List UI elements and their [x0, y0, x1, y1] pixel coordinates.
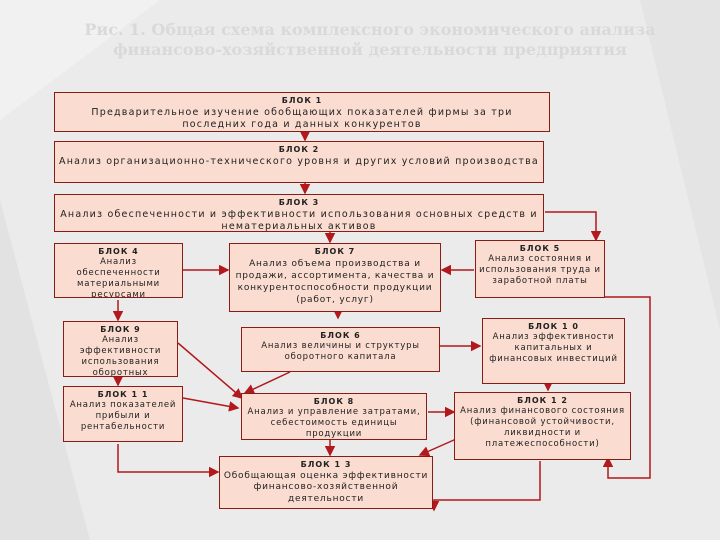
block-3: БЛОК 3 Анализ обеспеченности и эффективн… — [54, 194, 544, 232]
block-3-title: БЛОК 3 — [278, 198, 320, 207]
block-1-text: Предварительное изучение обобщающих пока… — [91, 107, 513, 130]
block-13-text: Обобщающая оценка эффективности финансов… — [223, 470, 429, 504]
block-4-title: БЛОК 4 — [98, 247, 139, 256]
block-10-title: БЛОК 1 0 — [528, 322, 579, 331]
caption-line-1: Рис. 1. Общая схема комплексного экономи… — [84, 20, 656, 39]
arrow-b9-b8 — [177, 342, 244, 399]
block-2: БЛОК 2 Анализ организационно-техническог… — [54, 141, 544, 183]
block-10-text: Анализ эффективности капитальных и финан… — [489, 332, 618, 364]
figure-caption: Рис. 1. Общая схема комплексного экономи… — [60, 20, 680, 60]
block-2-text: Анализ организационно-технического уровн… — [59, 156, 539, 167]
block-12-title: БЛОК 1 2 — [517, 396, 568, 405]
block-5-text: Анализ состояния и использования труда и… — [479, 254, 601, 286]
block-12: БЛОК 1 2 Анализ финансового состояния (ф… — [454, 392, 631, 460]
block-9-text: Анализ эффективности использования оборо… — [79, 335, 162, 377]
block-10: БЛОК 1 0 Анализ эффективности капитальны… — [482, 318, 625, 384]
block-5: БЛОК 5 Анализ состояния и использования … — [475, 240, 605, 298]
block-7-text: Анализ объема производства и продажи, ас… — [235, 259, 435, 305]
block-9-title: БЛОК 9 — [100, 325, 141, 334]
block-7: БЛОК 7 Анализ объема производства и прод… — [229, 243, 441, 312]
block-3-text: Анализ обеспеченности и эффективности ис… — [60, 209, 538, 232]
block-6-text: Анализ величины и структуры оборотного к… — [261, 341, 420, 362]
block-1: БЛОК 1 Предварительное изучение обобщающ… — [54, 92, 550, 132]
arrow-b12-b13-return — [428, 461, 541, 512]
block-4-text: Анализ обеспеченности материальными ресу… — [76, 257, 161, 298]
block-9: БЛОК 9 Анализ эффективности использовани… — [63, 321, 178, 377]
block-8: БЛОК 8 Анализ и управление затратами, се… — [241, 393, 427, 440]
arrow-b5-b12 — [602, 296, 651, 479]
block-1-title: БЛОК 1 — [281, 96, 323, 105]
block-11: БЛОК 1 1 Анализ показателей прибыли и ре… — [63, 386, 183, 442]
block-8-title: БЛОК 8 — [313, 397, 355, 406]
block-6-title: БЛОК 6 — [320, 331, 361, 340]
block-12-text: Анализ финансового состояния (финансовой… — [460, 406, 625, 449]
block-8-text: Анализ и управление затратами, себестоим… — [247, 407, 421, 439]
block-7-title: БЛОК 7 — [314, 247, 356, 256]
block-13: БЛОК 1 3 Обобщающая оценка эффективности… — [219, 456, 433, 509]
arrow-b11-b8 — [182, 397, 240, 412]
block-13-title: БЛОК 1 3 — [300, 460, 352, 469]
block-6: БЛОК 6 Анализ величины и структуры оборо… — [241, 327, 440, 372]
block-11-title: БЛОК 1 1 — [97, 390, 149, 399]
arrow-b6-b8 — [243, 371, 291, 394]
arrow-b3-b5 — [545, 211, 602, 242]
block-11-text: Анализ показателей прибыли и рентабельно… — [69, 400, 177, 432]
arrow-b11-b13 — [117, 444, 220, 478]
caption-line-2: финансово-хозяйственной деятельности пре… — [113, 40, 627, 59]
block-5-title: БЛОК 5 — [519, 244, 561, 253]
block-2-title: БЛОК 2 — [278, 145, 320, 154]
block-4: БЛОК 4 Анализ обеспеченности материальны… — [54, 243, 183, 298]
